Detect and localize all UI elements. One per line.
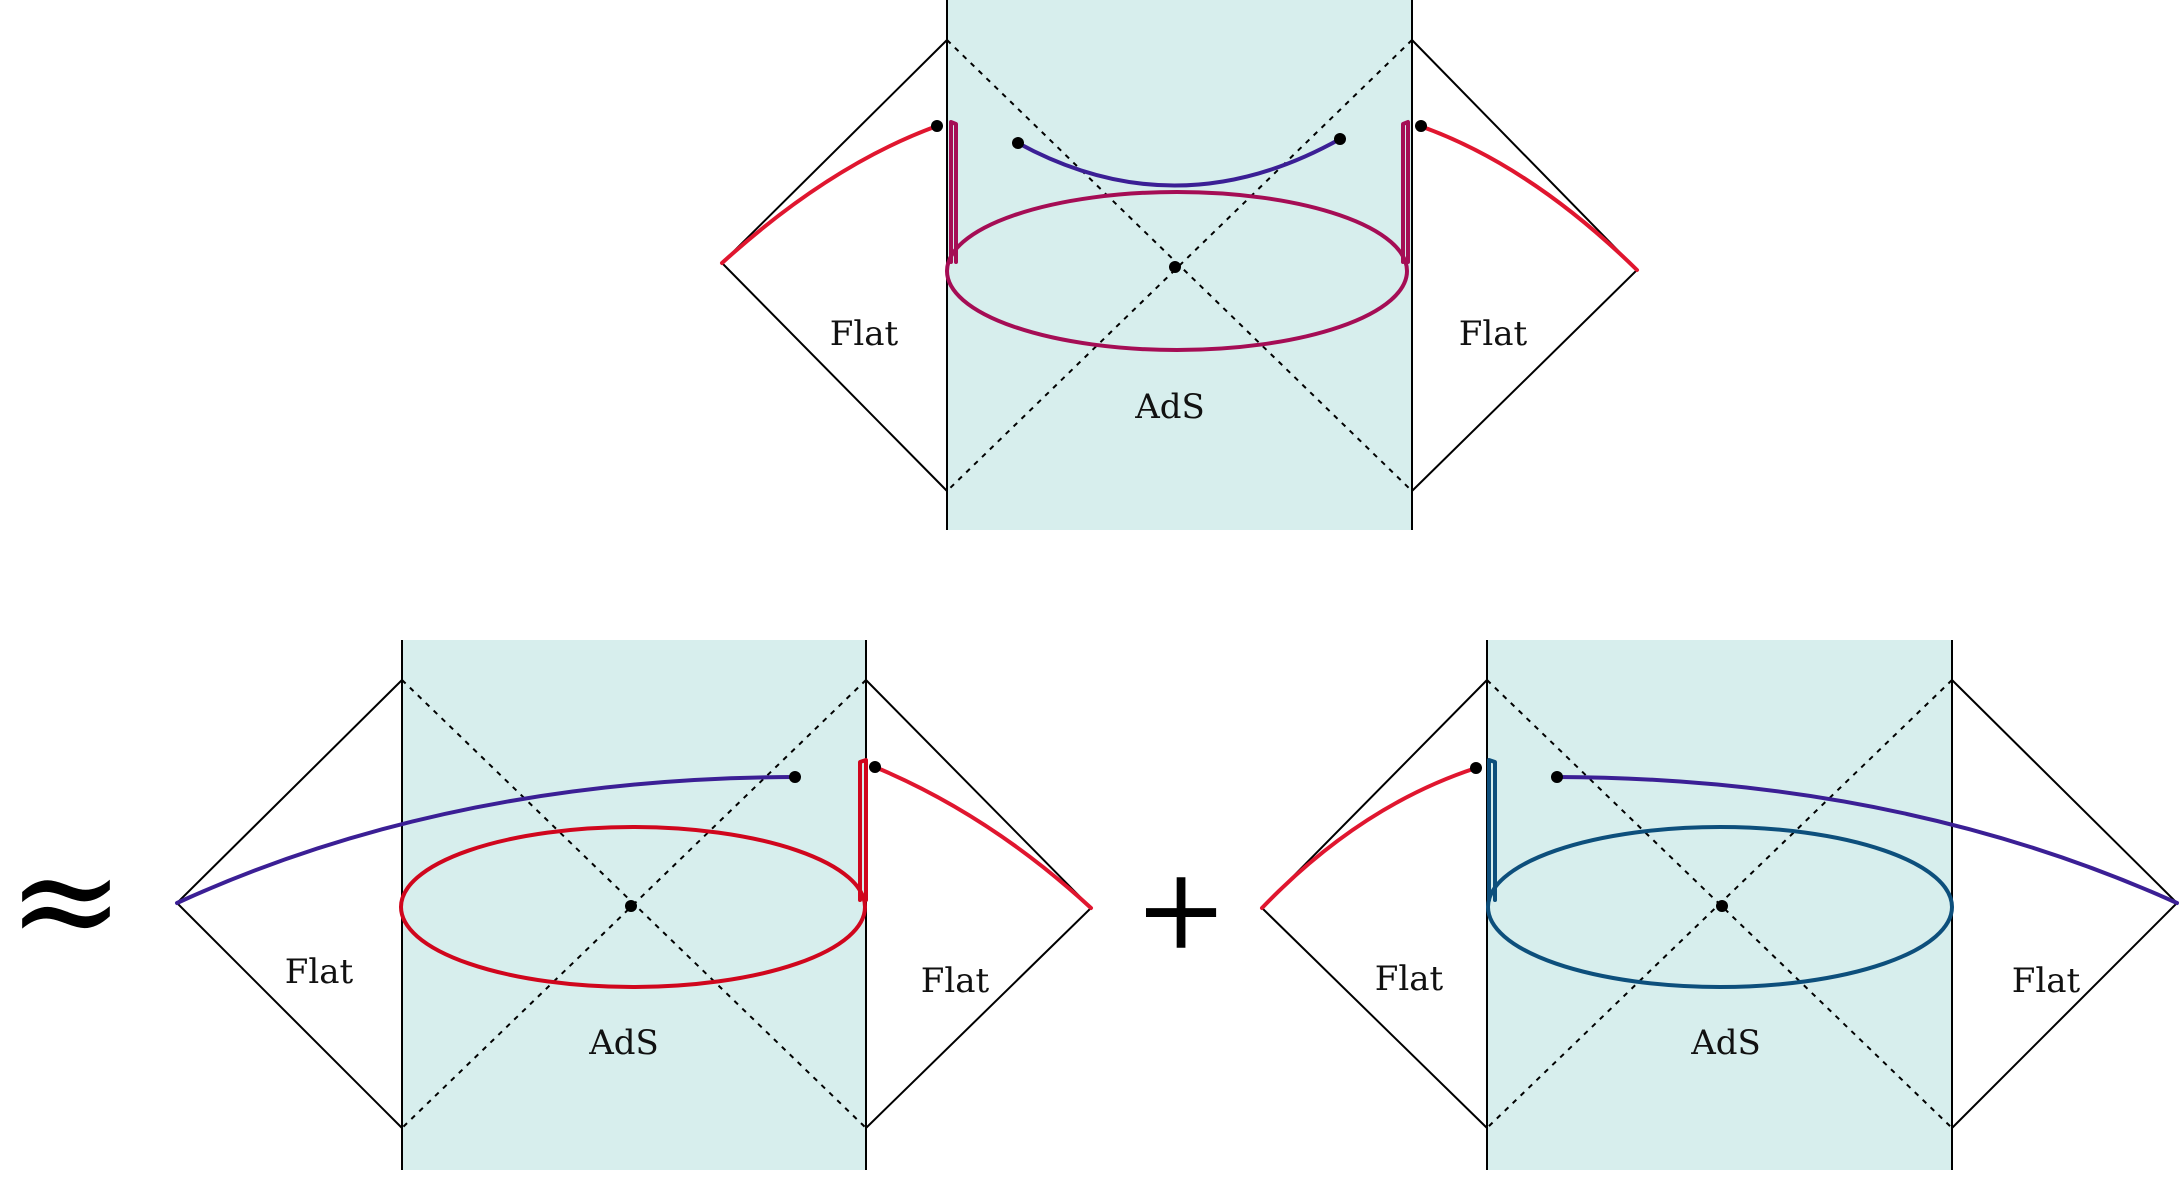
- top-dot-center: [1169, 261, 1181, 273]
- top-dot-arc-right: [1334, 133, 1346, 145]
- top-dot-left-end: [931, 120, 943, 132]
- bl-flat-right-label: Flat: [921, 961, 990, 1001]
- bl-flat-right-wedge: [865, 679, 1093, 1129]
- top-dot-arc-left: [1012, 137, 1024, 149]
- br-blue-spike: [1487, 758, 1497, 902]
- top-flat-right-wedge: [1411, 39, 1639, 492]
- bl-purple-curve: [175, 775, 797, 905]
- br-purple-curve: [1555, 775, 2179, 905]
- top-flat-right-label: Flat: [1459, 314, 1528, 354]
- br-flat-left-label: Flat: [1375, 959, 1444, 999]
- bl-crimson-loop: [399, 825, 867, 989]
- approx-sign: ≈: [7, 819, 124, 982]
- top-red-curve-right: [1418, 124, 1639, 272]
- bl-red-curve-right: [873, 765, 1093, 910]
- top-purple-arc: [1016, 137, 1342, 188]
- br-flat-right-label: Flat: [2012, 961, 2081, 1001]
- top-magenta-spike-right: [1401, 120, 1410, 264]
- bl-dot-red-end: [869, 761, 881, 773]
- top-magenta-loop: [945, 190, 1409, 352]
- bl-crimson-spike: [858, 758, 868, 902]
- br-dot-center: [1716, 900, 1728, 912]
- br-dot-red-end: [1470, 762, 1482, 774]
- bl-flat-left-label: Flat: [285, 952, 354, 992]
- bottom-right-diagram: Flat Flat AdS: [1260, 640, 2179, 1170]
- top-dot-right-end: [1415, 120, 1427, 132]
- top-flat-left-label: Flat: [830, 314, 899, 354]
- top-magenta-spike-left: [949, 120, 958, 264]
- bl-dot-purple-end: [789, 771, 801, 783]
- br-flat-right-wedge: [1951, 679, 2179, 1129]
- bottom-left-diagram: Flat Flat AdS: [175, 640, 1093, 1170]
- top-flat-left-wedge: [720, 39, 948, 492]
- br-dot-purple-end: [1551, 771, 1563, 783]
- br-blue-loop: [1486, 825, 1954, 989]
- br-ads-label: AdS: [1690, 1023, 1761, 1063]
- top-red-curve-left: [720, 124, 939, 265]
- plus-sign: +: [1134, 845, 1228, 975]
- top-diagram: Flat Flat AdS: [720, 0, 1639, 530]
- top-ads-label: AdS: [1134, 387, 1205, 427]
- bl-flat-left-wedge: [175, 679, 403, 1129]
- br-flat-left-wedge: [1260, 679, 1488, 1129]
- bl-dot-center: [625, 900, 637, 912]
- bl-ads-label: AdS: [588, 1023, 659, 1063]
- br-red-curve-left: [1260, 766, 1478, 910]
